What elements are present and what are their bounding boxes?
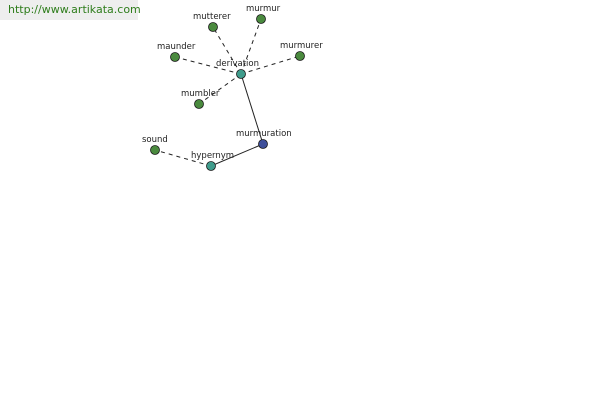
node-dot-hypernym[interactable] xyxy=(206,161,216,171)
node-dot-murmur[interactable] xyxy=(256,14,266,24)
edge-derivation-mumbler xyxy=(198,73,242,105)
node-label-murmuration: murmuration xyxy=(236,129,292,139)
node-label-hypernym: hypernym xyxy=(191,151,234,161)
node-label-maunder: maunder xyxy=(157,42,196,52)
node-label-murmur: murmur xyxy=(246,4,281,14)
node-mutterer[interactable]: mutterer xyxy=(193,12,231,32)
edge-derivation-murmur xyxy=(240,18,262,75)
node-dot-mumbler[interactable] xyxy=(194,99,204,109)
node-label-murmurer: murmurer xyxy=(280,41,323,51)
node-label-sound: sound xyxy=(142,135,168,145)
node-dot-mutterer[interactable] xyxy=(208,22,218,32)
nodes-layer: mutterer murmur maunder derivation murmurer m… xyxy=(142,4,323,171)
node-mumbler[interactable]: mumbler xyxy=(181,89,220,109)
node-derivation[interactable]: derivation xyxy=(216,59,259,79)
node-dot-murmuration[interactable] xyxy=(258,139,268,149)
node-sound[interactable]: sound xyxy=(142,135,168,155)
node-murmuration[interactable]: murmuration xyxy=(236,129,292,149)
node-dot-derivation[interactable] xyxy=(236,69,246,79)
node-dot-murmurer[interactable] xyxy=(295,51,305,61)
node-label-mutterer: mutterer xyxy=(193,12,231,22)
node-dot-maunder[interactable] xyxy=(170,52,180,62)
node-label-mumbler: mumbler xyxy=(181,89,220,99)
edge-hypernym-sound xyxy=(154,149,212,167)
node-maunder[interactable]: maunder xyxy=(157,42,196,62)
edge-derivation-maunder xyxy=(174,56,242,75)
edge-murmuration-derivation xyxy=(240,73,264,145)
node-murmurer[interactable]: murmurer xyxy=(280,41,323,61)
edge-murmuration-hypernym xyxy=(210,143,264,167)
edges-layer xyxy=(154,18,301,167)
edge-derivation-murmurer xyxy=(240,55,301,75)
node-murmur[interactable]: murmur xyxy=(246,4,281,24)
node-dot-sound[interactable] xyxy=(150,145,160,155)
site-url-link[interactable]: http://www.artikata.com xyxy=(0,0,141,20)
edge-derivation-mutterer xyxy=(212,26,242,75)
node-hypernym[interactable]: hypernym xyxy=(191,151,234,171)
node-label-derivation: derivation xyxy=(216,59,259,69)
